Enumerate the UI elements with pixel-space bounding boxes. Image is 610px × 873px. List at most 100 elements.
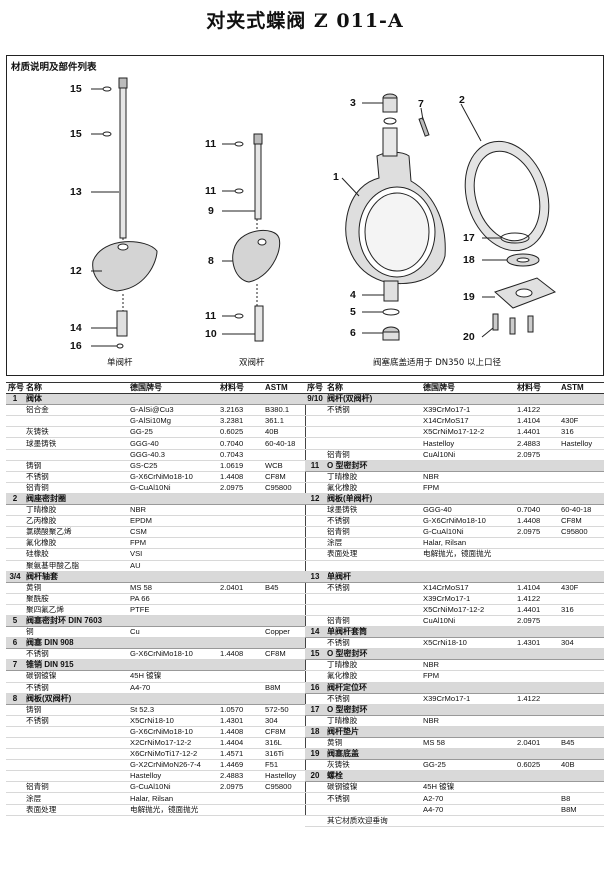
cell-astm: C95800: [559, 526, 604, 539]
cell-astm: [263, 604, 305, 616]
cell-name: 铝青铜: [325, 526, 421, 539]
cell-din: GS-C25: [128, 460, 218, 472]
cell-mat: 3.2163: [218, 404, 263, 417]
callout-2: 2: [459, 94, 465, 106]
cell-din: NBR: [128, 504, 218, 517]
cell-name: 涂层: [325, 537, 421, 550]
cell-din: CuAl10Ni: [421, 449, 515, 461]
cell-astm: [263, 526, 305, 539]
cell-mat: 1.4301: [218, 715, 263, 727]
cell-din: X39CrMo17-1: [421, 693, 515, 705]
cell-mat: 1.4104: [515, 582, 559, 594]
cell-din: Hastelloy: [128, 770, 218, 783]
part-name: 阀杆垫片: [325, 726, 604, 739]
cell-din: G-CuAl10Ni: [128, 482, 218, 494]
cell-astm: [559, 659, 604, 672]
cell-name: 不锈钢: [24, 471, 128, 483]
cell-name: 乙丙橡胶: [24, 515, 128, 528]
cell-din: A2-70: [421, 792, 515, 805]
part-name: 单阀杆套筒: [325, 626, 604, 639]
col-header-astm: ASTM: [559, 382, 604, 395]
cell-din: [421, 560, 515, 572]
cell-din: G-CuAl10Ni: [128, 781, 218, 794]
cell-din: CuAl10Ni: [421, 615, 515, 628]
callout-11-middle: 11: [205, 185, 217, 197]
cell-din: X2CrNiMo17-12-2: [128, 737, 218, 750]
part-number: 18: [305, 726, 325, 739]
cell-din: GGG-40: [421, 504, 515, 517]
number-cell: [305, 537, 325, 550]
cell-name: [325, 415, 421, 428]
cell-din: G-X6CrNiMo18-10: [128, 471, 218, 483]
cell-din: X39CrMo17-1: [421, 404, 515, 417]
part-number: 20: [305, 770, 325, 783]
callout-9: 9: [208, 205, 214, 217]
number-cell: [305, 426, 325, 439]
cell-mat: 2.0975: [218, 781, 263, 794]
cell-name: 不锈钢: [24, 715, 128, 727]
number-cell: [305, 548, 325, 561]
part-name: O 型密封环: [325, 460, 604, 472]
number-cell: [6, 804, 24, 816]
cell-mat: 2.0401: [218, 582, 263, 594]
number-cell: [305, 404, 325, 417]
callout-3: 3: [350, 97, 356, 109]
cell-name: 丁晴橡胶: [325, 715, 421, 727]
number-cell: [6, 670, 24, 683]
callout-12: 12: [70, 265, 82, 277]
cell-astm: [559, 670, 604, 683]
cell-din: St 52.3: [128, 704, 218, 716]
col-header-no: 序号: [6, 382, 24, 395]
cell-name: 灰铸铁: [325, 759, 421, 772]
cell-name: 铸钢: [24, 704, 128, 716]
cell-mat: 2.4883: [218, 770, 263, 783]
cell-astm: B380.1: [263, 404, 305, 417]
cell-name: 不锈钢: [325, 792, 421, 805]
number-cell: [6, 626, 24, 639]
cell-din: G-AlSi@Cu3: [128, 404, 218, 417]
number-cell: [305, 593, 325, 605]
number-cell: [6, 426, 24, 439]
cell-din: Halar, Rilsan: [128, 792, 218, 805]
cell-astm: [263, 670, 305, 683]
cell-din: FPM: [421, 482, 515, 494]
number-cell: [6, 770, 24, 783]
cell-name: [24, 748, 128, 761]
cell-mat: 1.4104: [515, 415, 559, 428]
cell-name: 铝合金: [24, 404, 128, 417]
cell-name: 铝青铜: [325, 615, 421, 628]
cell-mat: [515, 560, 559, 572]
cell-mat: [218, 504, 263, 517]
cell-name: [325, 804, 421, 816]
col-header-name: 名称: [24, 382, 128, 395]
cell-mat: 1.0619: [218, 460, 263, 472]
cell-name: 涂层: [24, 792, 128, 805]
cell-din: X14CrMoS17: [421, 582, 515, 594]
cell-astm: [559, 482, 604, 494]
cell-mat: 1.0570: [218, 704, 263, 716]
cell-name: [24, 449, 128, 461]
cell-din: Cu: [128, 626, 218, 639]
callout-4: 4: [350, 289, 356, 301]
cell-name: 铝青铜: [325, 449, 421, 461]
table-header-row: 序号 名称 德国牌号 材料号 ASTM: [305, 382, 604, 395]
cell-mat: 0.7043: [218, 449, 263, 461]
cell-din: 45H 镀镍: [128, 670, 218, 683]
table-row: 表面处理电解抛光，镜面抛光: [305, 548, 604, 561]
